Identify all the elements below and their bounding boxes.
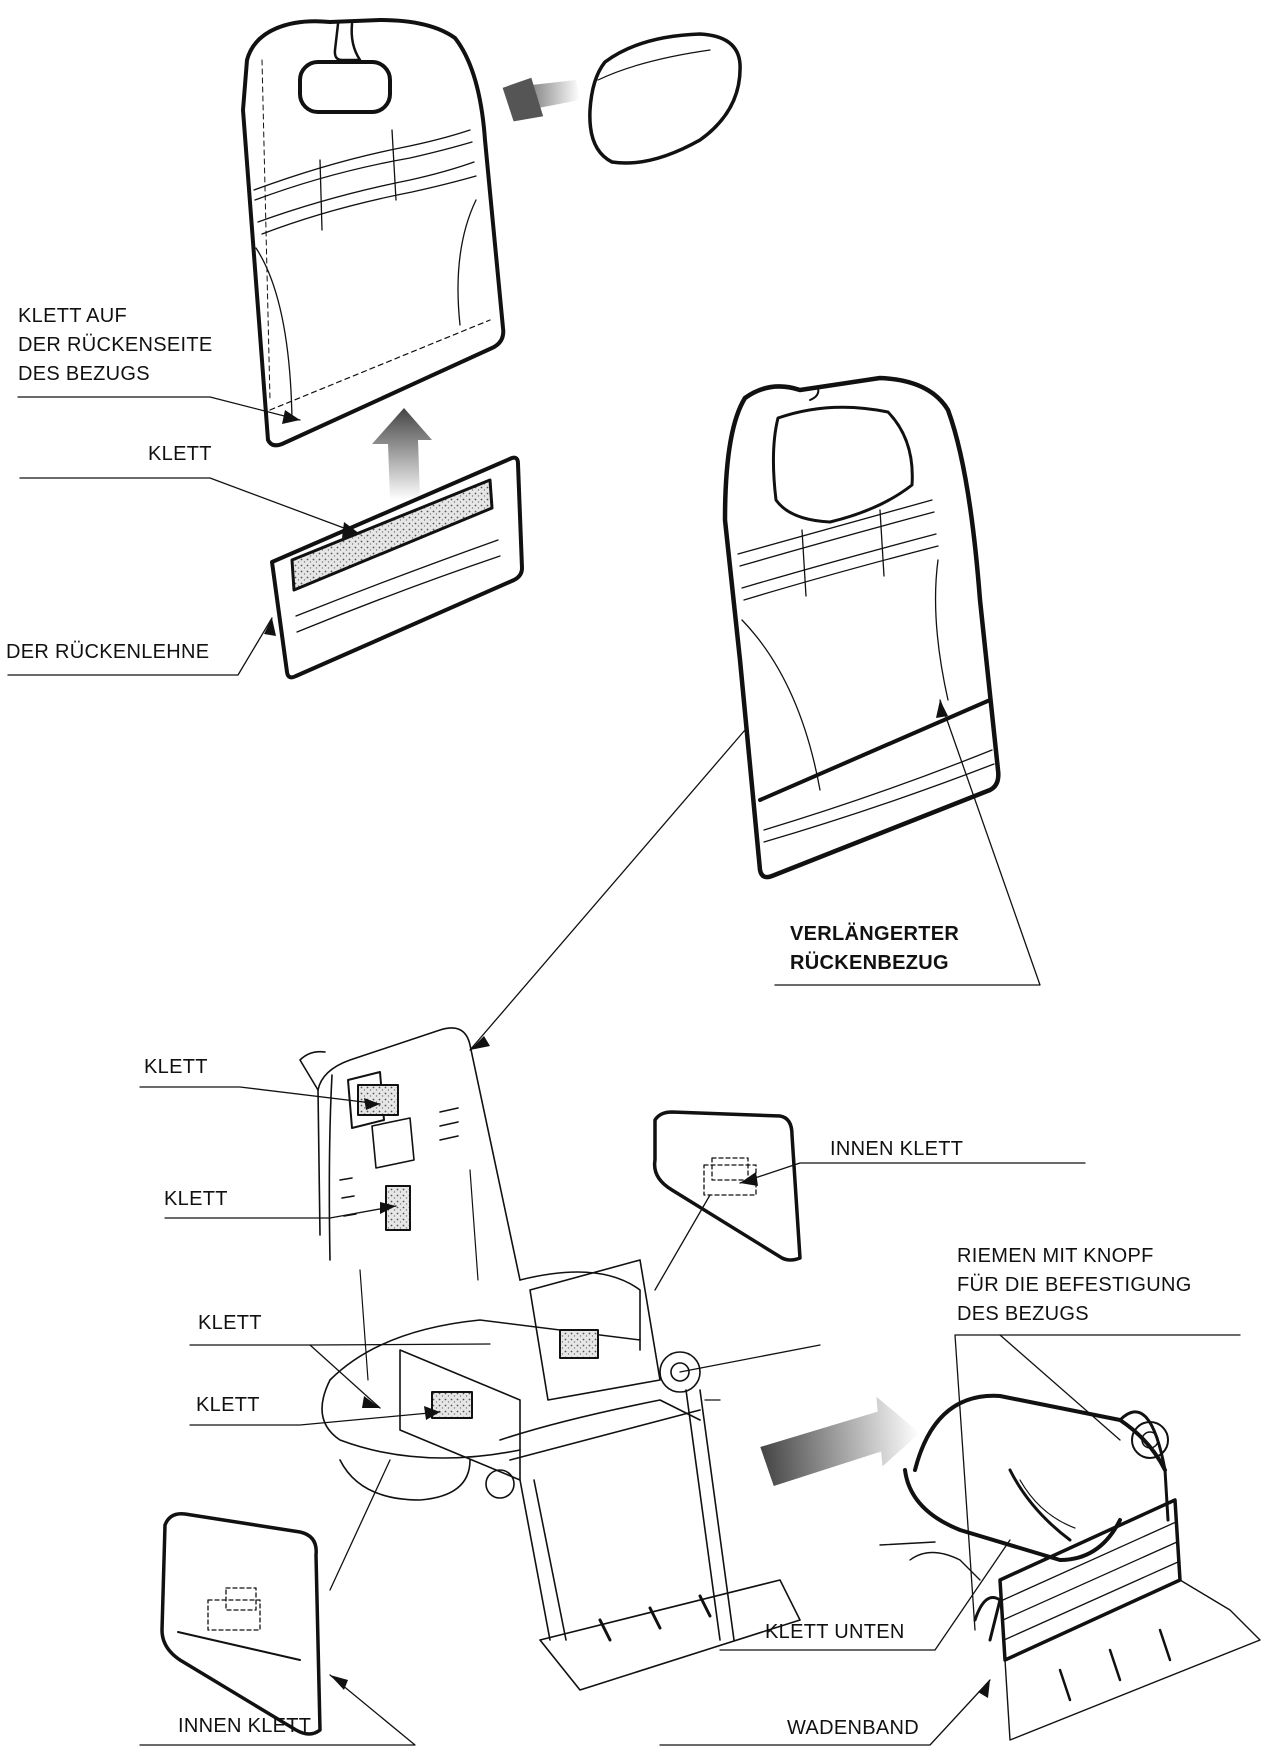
extended-backrest-cover [722,375,1001,880]
arrow-up [372,408,432,500]
arrow-left-top-head [502,77,544,122]
label-klett-rueckenseite: KLETT AUF DER RÜCKENSEITE DES BEZUGS [18,305,213,385]
label-klett-2: KLETT [164,1188,228,1210]
label-klett-1: KLETT [144,1056,208,1078]
side-pad-right [652,1110,802,1262]
label-rueckenlehne: DER RÜCKENLEHNE [6,641,210,663]
arrow-assembly [760,1396,920,1486]
backrest-cover-top [241,18,506,448]
label-klett-4: KLETT [196,1394,260,1416]
headrest-pillow [588,32,742,165]
seat-with-cushion [879,1393,1261,1741]
label-klett-3: KLETT [198,1312,262,1334]
label-klett-top: KLETT [148,443,212,465]
label-klett-unten: KLETT UNTEN [765,1621,905,1643]
side-pad-left [160,1511,322,1736]
label-verlaengerter-rueckenbezug: VERLÄNGERTER RÜCKENBEZUG [790,923,960,974]
backrest-velcro-panel [270,455,524,680]
label-innen-klett-right: INNEN KLETT [830,1138,964,1160]
label-riemen-mit-knopf: RIEMEN MIT KNOPF FÜR DIE BEFESTIGUNG DES… [957,1245,1192,1325]
leader-lines [7,396,1241,1746]
leader-arrowheads [264,410,990,1698]
seat-frame [299,1027,801,1691]
label-innen-klett-left: INNEN KLETT [178,1715,312,1737]
label-wadenband: WADENBAND [787,1717,919,1739]
